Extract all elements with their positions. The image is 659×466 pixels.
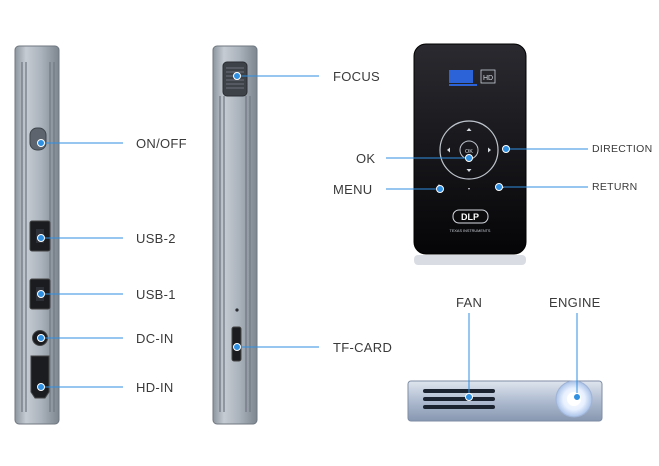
callout-dots xyxy=(37,72,581,401)
label-return: RETURN xyxy=(592,181,638,193)
label-menu: MENU xyxy=(333,182,373,197)
hd-in-port xyxy=(30,355,50,399)
label-on-off: ON/OFF xyxy=(136,136,187,151)
fan-vent xyxy=(423,389,495,393)
direction-ring xyxy=(439,120,499,180)
label-direction: DIRECTION xyxy=(592,143,653,155)
label-fan: FAN xyxy=(456,295,483,310)
label-ok: OK xyxy=(356,151,376,166)
label-tf-card: TF-CARD xyxy=(333,340,393,355)
middle-side-panel xyxy=(212,45,258,425)
label-engine: ENGINE xyxy=(549,295,601,310)
texas-instruments-text: TEXAS INSTRUMENTS xyxy=(450,229,491,233)
label-hd-in: HD-IN xyxy=(136,380,174,395)
svg-text:OK: OK xyxy=(465,149,473,155)
dlp-logo: DLP xyxy=(461,212,479,222)
label-focus: FOCUS xyxy=(333,69,380,84)
label-dc-in: DC-IN xyxy=(136,331,174,346)
projector-top-view: HD OK DLP TEXAS INSTRUMENTS xyxy=(413,43,527,265)
logo-hd-text: HD xyxy=(483,75,493,82)
callout-lines xyxy=(41,75,588,397)
label-usb-1: USB-1 xyxy=(136,287,176,302)
projector-front-view xyxy=(407,380,603,422)
label-usb-2: USB-2 xyxy=(136,231,176,246)
on-off-switch xyxy=(29,127,47,151)
left-side-panel xyxy=(14,45,60,425)
